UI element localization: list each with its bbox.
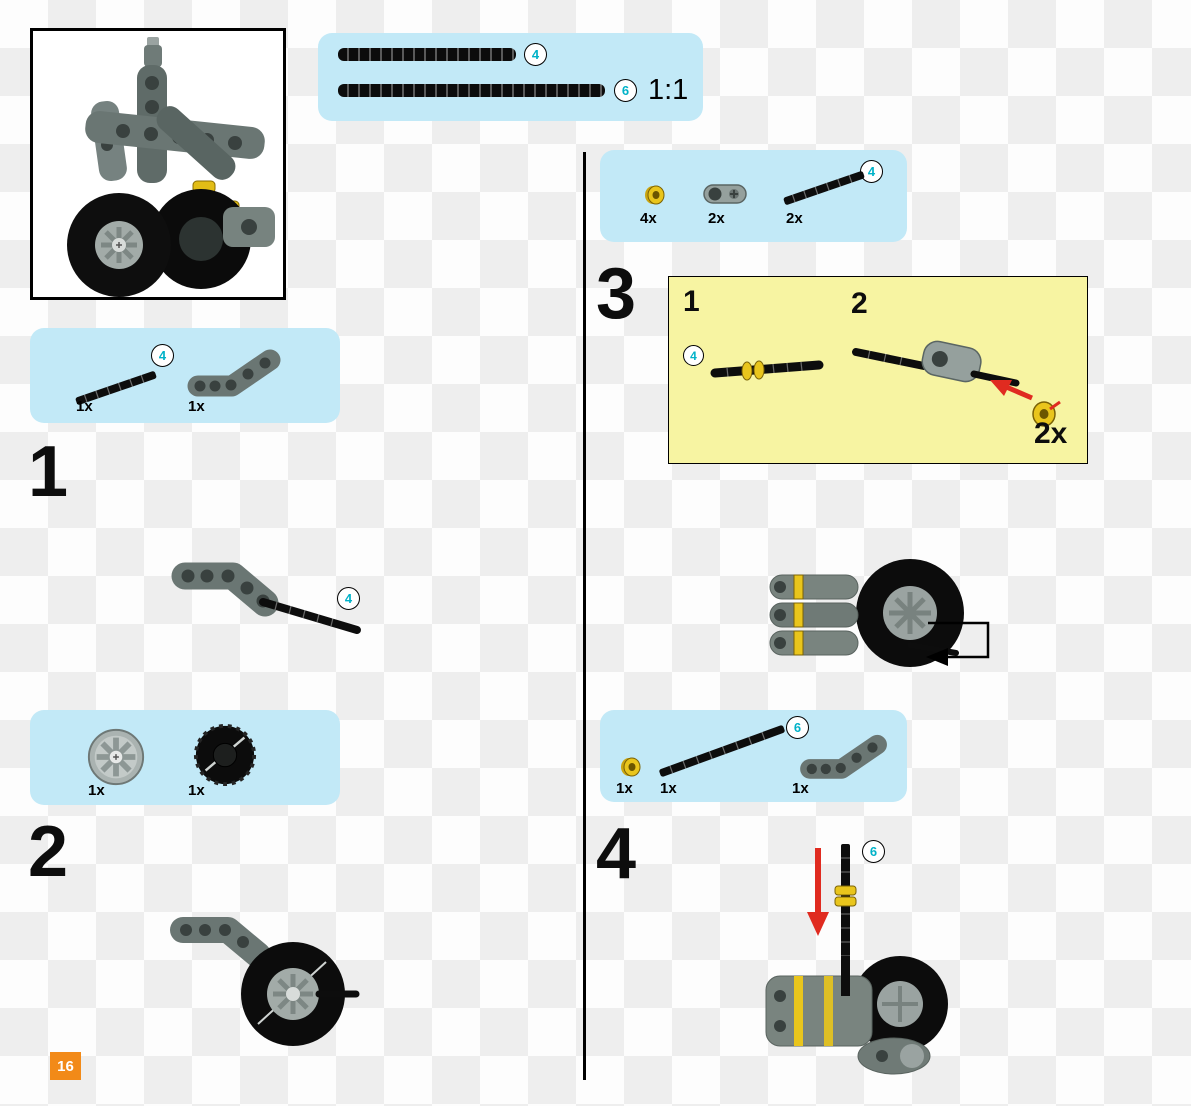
callout-circle-4: 4	[683, 345, 704, 366]
part-quantity: 2x	[708, 210, 725, 227]
long-axle-icon	[652, 722, 792, 780]
model-preview-frame	[30, 28, 286, 300]
axle-icon	[70, 366, 162, 410]
column-divider	[583, 152, 586, 1080]
callout-circle-4: 4	[524, 43, 547, 66]
bushing-icon	[618, 754, 644, 780]
page-number: 16	[57, 1057, 74, 1075]
axle-icon	[778, 166, 870, 210]
callout-circle-4: 4	[151, 344, 174, 367]
callout-number: 4	[690, 348, 697, 363]
part-quantity: 4x	[640, 210, 657, 227]
page-number-badge: 16	[50, 1052, 81, 1080]
sub-step-1-number: 1	[683, 285, 700, 318]
step-1-number: 1	[28, 432, 68, 512]
callout-circle-4: 4	[337, 587, 360, 610]
bushing-icon	[642, 182, 668, 208]
scale-label: 1:1	[648, 74, 689, 106]
axle-6-actual-size-bar	[338, 84, 605, 97]
scale-reference-box: 4 6 1:1	[318, 33, 703, 121]
bent-liftarm-icon	[795, 724, 893, 784]
tire-icon	[192, 722, 258, 788]
part-quantity: 1x	[792, 780, 809, 797]
part-quantity: 1x	[660, 780, 677, 797]
connector-assembly-image	[844, 322, 1084, 440]
parts-box-step3: 4 4x 2x	[600, 150, 907, 242]
callout-circle-6: 6	[614, 79, 637, 102]
callout-circle-6: 6	[786, 716, 809, 739]
part-quantity: 1x	[88, 782, 105, 799]
bent-liftarm-icon	[182, 338, 287, 402]
parts-box-step1: 4 1x 1x	[30, 328, 340, 423]
part-quantity: 1x	[76, 398, 93, 415]
axle-4-actual-size-bar	[338, 48, 516, 61]
part-quantity: 1x	[188, 398, 205, 415]
callout-number: 4	[158, 348, 167, 363]
callout-circle-6: 6	[862, 840, 885, 863]
step-2-number: 2	[28, 812, 68, 892]
part-quantity: 1x	[616, 780, 633, 797]
part-quantity: 2x	[786, 210, 803, 227]
step-4-number: 4	[596, 814, 636, 894]
step-3-detail-box: 1 2 4	[668, 276, 1088, 464]
callout-number: 4	[344, 591, 353, 606]
callout-number: 4	[531, 47, 540, 62]
parts-box-step4: 6 1x 1x	[600, 710, 907, 802]
axle-with-bushings-image	[707, 337, 827, 399]
callout-number: 4	[867, 164, 876, 179]
axle-connector-icon	[702, 178, 748, 210]
step-3-result-image	[760, 545, 992, 683]
wheel-hub-icon	[85, 726, 147, 788]
parts-box-step2: 1x 1x	[30, 710, 340, 805]
callout-number: 6	[869, 844, 878, 859]
callout-circle-4: 4	[860, 160, 883, 183]
callout-number: 6	[793, 720, 802, 735]
step-3-number: 3	[596, 254, 636, 334]
model-preview-image	[33, 31, 283, 297]
callout-number: 6	[621, 83, 630, 98]
sub-step-2-number: 2	[851, 287, 868, 320]
step-4-result-image	[742, 836, 957, 1084]
step-1-diagram	[145, 538, 370, 650]
step-2-diagram	[148, 898, 363, 1050]
part-quantity: 1x	[188, 782, 205, 799]
multiplier-label: 2x	[1034, 417, 1068, 450]
